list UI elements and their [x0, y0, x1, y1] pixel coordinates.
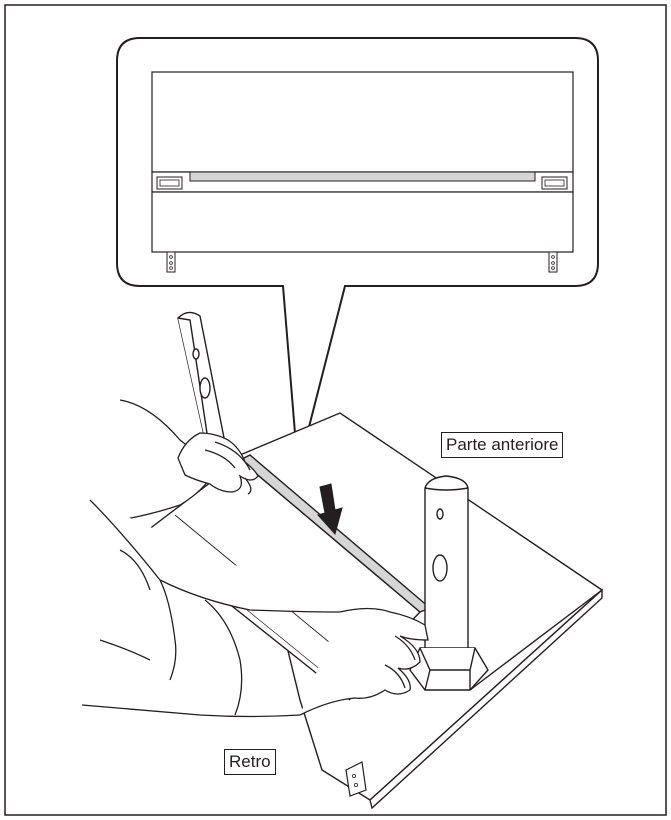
detail-callout [116, 37, 599, 471]
detail-panel-bottom [151, 191, 574, 253]
page-border [4, 4, 667, 816]
hand-right-illustration [81, 499, 429, 718]
detail-rail [189, 171, 536, 182]
stand-bracket-back [345, 761, 367, 797]
detail-latch-left [156, 176, 183, 190]
label-back: Retro [224, 749, 276, 775]
detail-latch-right [541, 176, 568, 190]
detail-panel-top [151, 71, 574, 173]
stand-post-front [409, 475, 489, 691]
hand-left-illustration [119, 399, 259, 521]
down-arrow-icon [317, 483, 343, 536]
label-front: Parte anteriore [441, 432, 564, 458]
